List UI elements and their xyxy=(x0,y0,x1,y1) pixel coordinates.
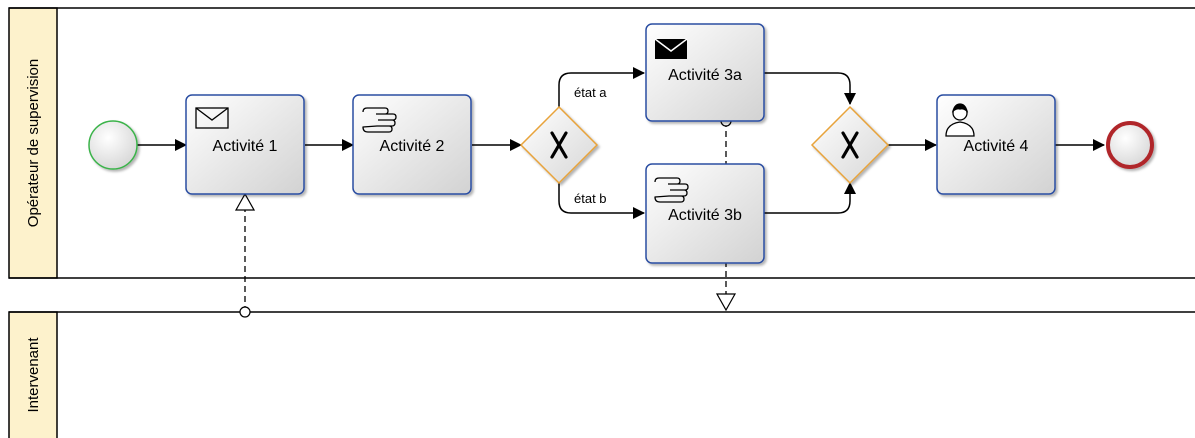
pool-operateur-supervision: Opérateur de supervision xyxy=(8,7,1195,279)
envelope-filled-icon xyxy=(654,38,688,59)
task-label: Activité 2 xyxy=(380,138,445,155)
envelope-icon xyxy=(195,107,229,129)
task-activite-3a[interactable]: Activité 3a xyxy=(645,23,765,122)
task-label: Activité 3b xyxy=(668,207,742,224)
start-event[interactable] xyxy=(88,120,138,170)
manual-hand-icon xyxy=(654,177,689,203)
task-activite-2[interactable]: Activité 2 xyxy=(352,94,472,195)
flow-gateway-to-t3b[interactable] xyxy=(558,183,645,219)
user-icon xyxy=(945,103,975,137)
x-marker-icon xyxy=(841,131,859,159)
task-box[interactable] xyxy=(185,94,305,195)
pool-1-header xyxy=(8,7,58,279)
task-box[interactable] xyxy=(645,163,765,264)
task-activite-4[interactable]: Activité 4 xyxy=(936,94,1056,195)
pool-1-label: Opérateur de supervision xyxy=(25,59,42,227)
pool-2-header xyxy=(8,311,58,438)
task-label: Activité 1 xyxy=(213,138,278,155)
exclusive-gateway-split[interactable] xyxy=(519,105,599,185)
task-activite-3b[interactable]: Activité 3b xyxy=(645,163,765,264)
flow-t3b-to-join[interactable] xyxy=(764,182,856,214)
flow-label-state-b: état b xyxy=(574,191,607,206)
x-marker-icon xyxy=(550,131,568,159)
task-activite-1[interactable]: Activité 1 xyxy=(185,94,305,195)
sequence-flows xyxy=(137,67,1105,219)
pool-intervenant: Intervenant xyxy=(8,311,1195,438)
task-label: Activité 3a xyxy=(668,67,742,84)
exclusive-gateway-join[interactable] xyxy=(810,105,890,185)
pool-2-label: Intervenant xyxy=(25,337,42,413)
flow-t3a-to-join[interactable] xyxy=(764,72,856,105)
end-event[interactable] xyxy=(1106,121,1154,169)
flow-label-state-a: état a xyxy=(574,85,607,100)
manual-hand-icon xyxy=(362,107,397,133)
task-label: Activité 4 xyxy=(964,138,1029,155)
task-box[interactable] xyxy=(936,94,1056,195)
flow-gateway-to-t3a[interactable] xyxy=(558,67,645,107)
